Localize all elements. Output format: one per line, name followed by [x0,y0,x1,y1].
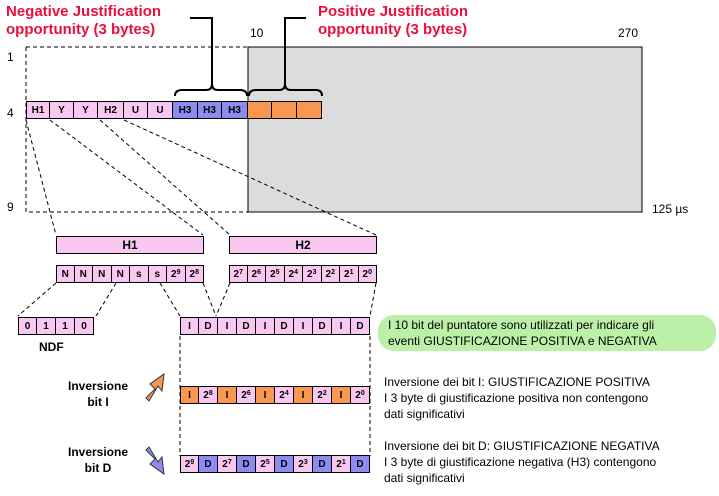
id-bit: D [237,317,256,335]
inversion-d-text: Inversione dei bit D: GIUSTIFICAZIONE NE… [384,439,660,485]
inversion-i-text: Inversione dei bit I: GIUSTIFICAZIONE PO… [384,375,650,421]
time-label: 125 µs [652,202,689,216]
ndf-bit: 0 [75,317,94,335]
id-bit: D [313,317,332,335]
arrow-down-icon [145,446,165,476]
payload-area [247,46,643,213]
ndf-bit: 1 [56,317,75,335]
h1-bit: N [56,265,75,283]
h2-header: H2 [229,236,377,254]
h1-header: H1 [56,236,204,254]
col-label-10: 10 [250,26,264,40]
cell-pos-just [248,101,272,119]
id-bit: D [199,317,218,335]
cell-h1: H1 [26,101,50,119]
id-bit: D [275,317,294,335]
inv-i-bit: I [218,386,237,404]
ndf-bit: 1 [37,317,56,335]
cell-h2: H2 [98,101,124,119]
cell-y: Y [50,101,74,119]
inv-d-bit: D [275,455,294,473]
cell-h3: H3 [173,101,198,119]
cell-pos-just [272,101,297,119]
inv-i-bit: I [294,386,313,404]
pointer-note [378,315,716,351]
h1-bit: N [111,265,130,283]
h1-bit: N [74,265,93,283]
ndf-label: NDF [39,340,64,354]
col-label-270: 270 [618,26,639,40]
inv-i-bit: I [180,386,199,404]
inv-i-bit: I [332,386,351,404]
h1-bit: s [148,265,167,283]
cell-u: U [148,101,173,119]
ndf-bit: 0 [18,317,37,335]
arrow-up-icon [145,372,165,402]
id-bit: I [180,317,199,335]
h1-bit: N [93,265,112,283]
row-label-9: 9 [7,200,14,214]
h1-bit: s [130,265,149,283]
pos-brace [248,17,323,97]
inv-d-bit: D [199,455,218,473]
cell-h3: H3 [222,101,248,119]
inv-d-bit: D [351,455,370,473]
row-label-4: 4 [7,106,14,120]
row-label-1: 1 [7,50,14,64]
id-bit: I [218,317,237,335]
cell-u: U [124,101,148,119]
inv-i-bit: I [256,386,275,404]
pointer-note-text: I 10 bit del puntatore sono utilizzati p… [388,318,657,348]
neg-brace [174,17,248,97]
cell-y: Y [74,101,98,119]
cell-pos-just [297,101,322,119]
id-bit: D [351,317,370,335]
overhead-row-4: H1 Y Y H2 U U H3 H3 H3 [26,101,322,119]
cell-h3: H3 [198,101,222,119]
inv-d-bit: D [313,455,332,473]
id-bit: I [294,317,313,335]
id-bit: I [332,317,351,335]
id-bit: I [256,317,275,335]
inv-d-bit: D [237,455,256,473]
overhead-outline [25,46,248,213]
